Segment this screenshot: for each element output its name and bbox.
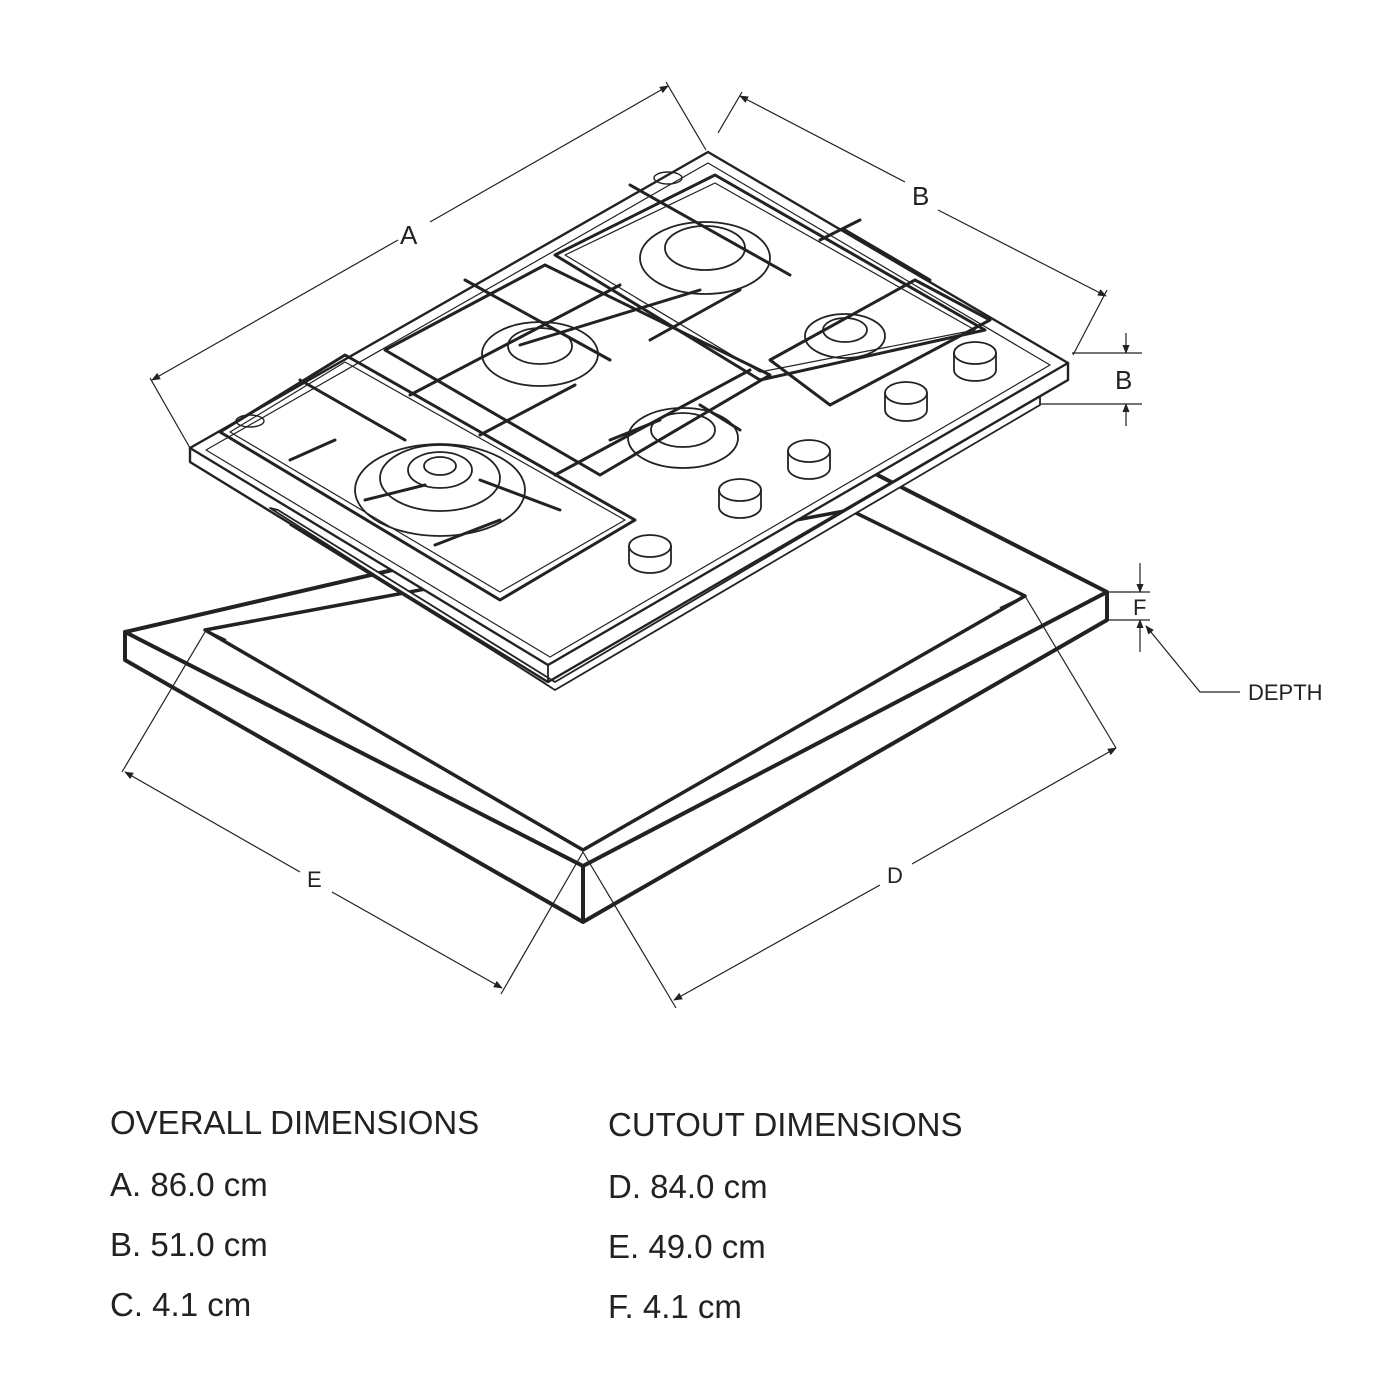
dimension-b-line-2 [937,209,1107,297]
dimension-b-line-1 [739,95,906,183]
depth-leader [1145,625,1240,693]
dimension-d-line-2 [911,747,1117,865]
burner-front-left-icon [354,443,526,537]
dimension-lines [121,81,1240,1009]
knob-5-icon [953,341,997,382]
gas-hob [188,150,1070,691]
label-b-top: B [912,181,929,211]
knob-4-icon [884,381,928,422]
label-depth: DEPTH [1248,680,1323,705]
dimension-a-extension-right [665,81,707,151]
burner-front-right-icon [627,407,739,469]
cutout-dimension-d: D. 84.0 cm [608,1168,768,1205]
control-knobs [628,341,997,574]
cutout-dimension-e: E. 49.0 cm [608,1228,766,1265]
overall-dimension-b: B. 51.0 cm [110,1226,268,1263]
dimension-b-extension-left [717,91,743,134]
dimension-b-extension-right [1072,289,1108,356]
knob-3-icon [787,439,831,480]
cutout-dimension-f: F. 4.1 cm [608,1288,742,1325]
hob-dimension-diagram: A B B F DEPTH E D [121,81,1323,1009]
dimension-d-line-1 [673,884,881,1001]
label-b-side: B [1115,365,1132,395]
overall-dimensions-heading: OVERALL DIMENSIONS [110,1104,480,1141]
knob-2-icon [718,478,762,519]
dimension-a-extension-left [149,377,191,449]
dimension-labels: A B B F DEPTH E D [307,181,1323,892]
label-e: E [307,867,322,892]
pan-supports [218,173,992,602]
overall-dimension-a: A. 86.0 cm [110,1166,268,1203]
label-d: D [887,863,903,888]
dimension-e-line-2 [331,891,503,989]
dimension-a-line-2 [429,85,669,223]
dimension-e-line-1 [124,771,301,873]
overall-dimension-c: C. 4.1 cm [110,1286,252,1323]
cutout-dimensions-heading: CUTOUT DIMENSIONS [608,1106,963,1143]
label-f: F [1133,595,1146,620]
label-a: A [400,220,418,250]
dimension-a-line-1 [151,239,399,381]
knob-1-icon [628,534,672,574]
